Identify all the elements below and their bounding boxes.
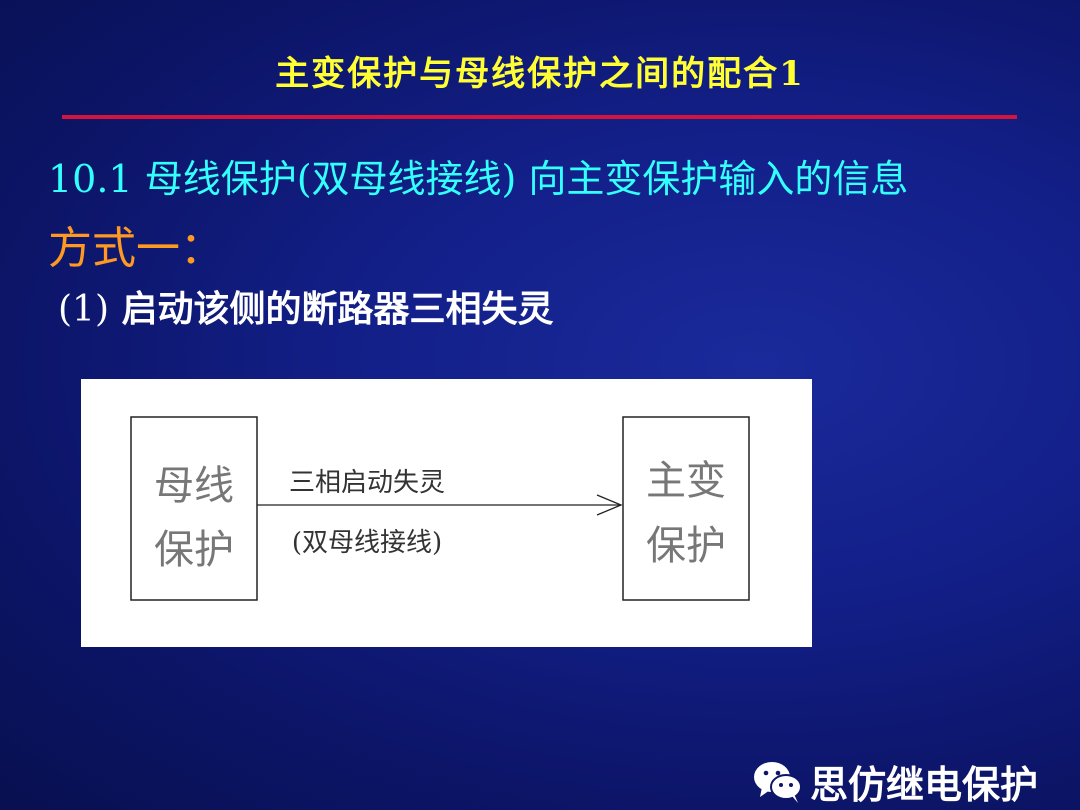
right-box-line1: 主变: [646, 458, 726, 504]
method-label: 方式一：: [48, 223, 224, 274]
signal-arrow-head: [596, 494, 623, 516]
diagram-svg: 母线 保护 主变 保护 三相启动失灵 (双母线接线): [130, 416, 750, 601]
wechat-icon: [754, 762, 802, 803]
left-box-line2: 保护: [154, 527, 234, 573]
arrow-label-bottom: (双母线接线): [292, 528, 442, 558]
watermark-text: 思仿继电保护: [810, 762, 1039, 807]
item-text: 启动该侧的断路器三相失灵: [121, 289, 554, 330]
list-item: (1) 启动该侧的断路器三相失灵: [58, 280, 554, 332]
diagram-panel: 母线 保护 主变 保护 三相启动失灵 (双母线接线): [81, 379, 812, 647]
slide-title: 主变保护与母线保护之间的配合1: [275, 54, 805, 94]
right-box-line2: 保护: [646, 523, 726, 569]
transformer-protection-box: [622, 416, 750, 601]
section-heading: 10.1 母线保护(双母线接线) 向主变保护输入的信息: [48, 157, 909, 201]
watermark: 思仿继电保护: [752, 756, 1039, 807]
bus-protection-box: [130, 416, 258, 601]
arrow-label-top: 三相启动失灵: [289, 468, 445, 498]
title-divider: [62, 115, 1017, 119]
left-box-line1: 母线: [154, 463, 234, 509]
item-number: (1): [58, 289, 109, 330]
